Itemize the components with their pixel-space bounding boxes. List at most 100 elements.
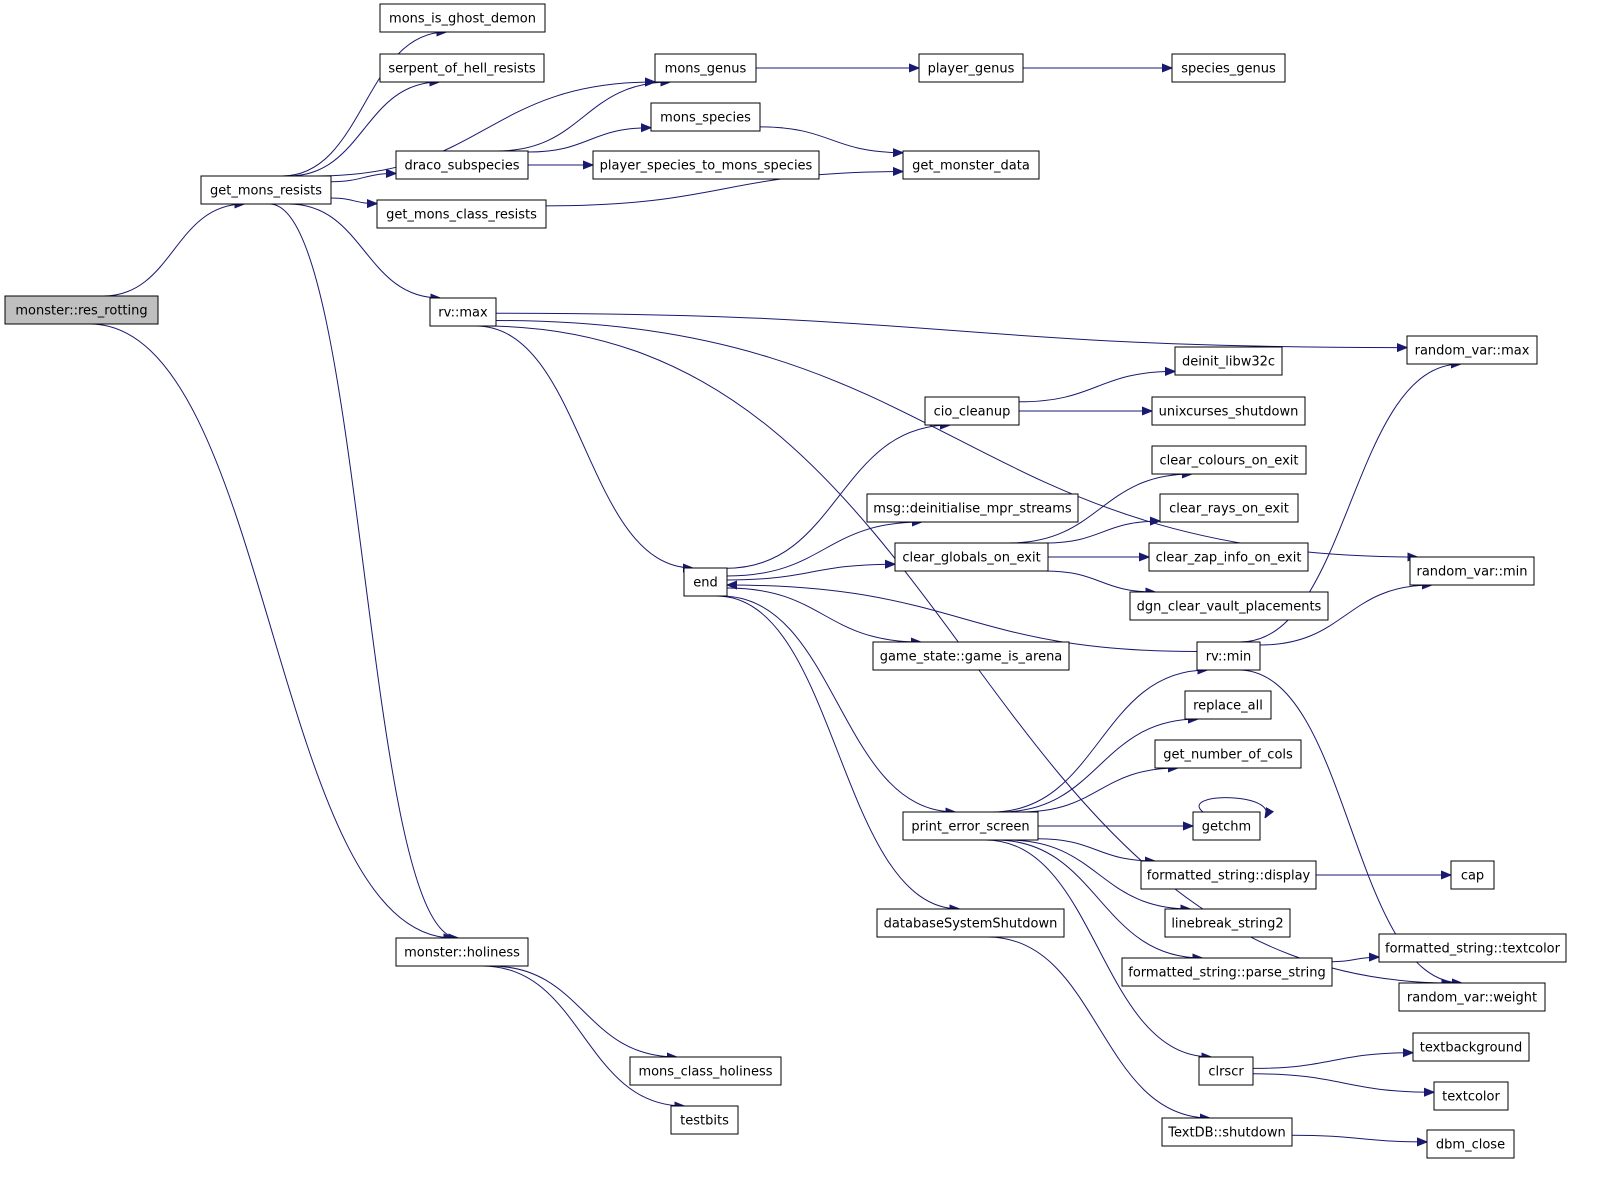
node-box (1151, 396, 1306, 426)
edges-layer (89, 32, 1462, 1142)
node-end[interactable]: end (683, 567, 728, 597)
edge-print_error_screen-to-formatted_string_parse_string (995, 839, 1202, 958)
node-label: get_mons_class_resists (386, 208, 537, 223)
node-box (683, 567, 728, 597)
node-label: end (693, 576, 718, 591)
edge-end-to-clear_globals_on_exit (726, 564, 895, 581)
edge-clear_globals_on_exit-to-dgn_clear_vault_placements (1045, 570, 1155, 592)
node-box (1174, 346, 1283, 376)
node-get-mons-class-resists[interactable]: get_mons_class_resists (376, 199, 547, 229)
node-mons-class-holiness[interactable]: mons_class_holiness (629, 1056, 782, 1086)
node-TextDB-shutdown[interactable]: TextDB::shutdown (1161, 1117, 1293, 1147)
node-box (4, 295, 159, 325)
node-box (629, 1056, 782, 1086)
edge-monster_holiness-to-testbits (482, 965, 684, 1106)
nodes-layer: monster::res_rottingget_mons_resistsmons… (4, 3, 1567, 1159)
node-linebreak-string2[interactable]: linebreak_string2 (1164, 908, 1291, 938)
node-label: formatted_string::textcolor (1385, 942, 1561, 957)
node-get-monster-data[interactable]: get_monster_data (902, 150, 1040, 180)
node-player-genus[interactable]: player_genus (918, 53, 1024, 83)
node-deinit-libw32c[interactable]: deinit_libw32c (1174, 346, 1283, 376)
node-dgn-clear-vault-placements[interactable]: dgn_clear_vault_placements (1129, 591, 1329, 621)
node-unixcurses-shutdown[interactable]: unixcurses_shutdown (1151, 396, 1306, 426)
node-label: dgn_clear_vault_placements (1137, 600, 1322, 615)
node-label: get_mons_resists (210, 184, 322, 199)
node-get-mons-resists[interactable]: get_mons_resists (200, 175, 332, 205)
node-species-genus[interactable]: species_genus (1171, 53, 1286, 83)
node-formatted-string-display[interactable]: formatted_string::display (1140, 860, 1317, 890)
edge-print_error_screen-to-clrscr (985, 839, 1211, 1057)
node-clear-globals-on-exit[interactable]: clear_globals_on_exit (894, 542, 1049, 572)
node-clear-zap-info-on-exit[interactable]: clear_zap_info_on_exit (1148, 542, 1309, 572)
node-random-var-max[interactable]: random_var::max (1406, 335, 1538, 365)
node-label: monster::holiness (404, 946, 520, 961)
node-formatted-string-parse-string[interactable]: formatted_string::parse_string (1121, 957, 1333, 987)
node-cio-cleanup[interactable]: cio_cleanup (924, 396, 1020, 426)
edge-rv_min-to-end (727, 585, 1198, 652)
node-textbackground[interactable]: textbackground (1412, 1032, 1530, 1062)
node-clear-colours-on-exit[interactable]: clear_colours_on_exit (1151, 445, 1307, 475)
node-label: monster::res_rotting (15, 304, 147, 319)
node-box (1433, 1081, 1509, 1111)
node-label: formatted_string::parse_string (1128, 966, 1325, 981)
node-testbits[interactable]: testbits (670, 1105, 739, 1135)
node-random-var-min[interactable]: random_var::min (1409, 556, 1535, 586)
node-serpent-of-hell-resists[interactable]: serpent_of_hell_resists (379, 53, 545, 83)
node-game-state-game-is-arena[interactable]: game_state::game_is_arena (872, 641, 1070, 671)
edge-getchm-to-getchm (1198, 797, 1266, 818)
edge-end-to-print_error_screen (720, 595, 956, 812)
node-label: rv::min (1206, 650, 1252, 665)
edge-clear_globals_on_exit-to-clear_colours_on_exit (1008, 474, 1192, 544)
node-mons-is-ghost-demon[interactable]: mons_is_ghost_demon (379, 3, 546, 33)
node-monster-holiness[interactable]: monster::holiness (395, 937, 529, 967)
node-box (902, 811, 1039, 841)
node-textcolor[interactable]: textcolor (1433, 1081, 1509, 1111)
node-box (395, 937, 529, 967)
node-random-var-weight[interactable]: random_var::weight (1398, 982, 1546, 1012)
node-player-species-to-mons-species[interactable]: player_species_to_mons_species (592, 150, 820, 180)
node-msg-deinitialise-mpr-streams[interactable]: msg::deinitialise_mpr_streams (866, 493, 1079, 523)
node-box (1450, 860, 1495, 890)
node-getchm[interactable]: getchm (1192, 811, 1261, 841)
node-box (1148, 542, 1309, 572)
edge-monster_holiness-to-mons_class_holiness (490, 965, 677, 1057)
node-mons-species[interactable]: mons_species (650, 102, 761, 132)
node-formatted-string-textcolor[interactable]: formatted_string::textcolor (1378, 933, 1567, 963)
node-label: print_error_screen (911, 820, 1029, 835)
node-label: textbackground (1420, 1041, 1523, 1056)
node-box (200, 175, 332, 205)
node-label: cap (1461, 869, 1484, 884)
node-clear-rays-on-exit[interactable]: clear_rays_on_exit (1159, 493, 1299, 523)
edge-TextDB_shutdown-to-dbm_close (1291, 1134, 1427, 1142)
node-rv-max[interactable]: rv::max (429, 297, 497, 327)
node-label: clrscr (1208, 1065, 1244, 1080)
edge-mons_species-to-get_monster_data (759, 126, 903, 153)
edge-print_error_screen-to-rv_min (991, 670, 1208, 813)
node-cap[interactable]: cap (1450, 860, 1495, 890)
edge-print_error_screen-to-replace_all (1000, 719, 1198, 813)
node-replace-all[interactable]: replace_all (1184, 690, 1272, 720)
node-clrscr[interactable]: clrscr (1198, 1056, 1254, 1086)
node-box (1140, 860, 1317, 890)
node-label: mons_species (660, 111, 751, 126)
node-box (379, 53, 545, 83)
node-label: clear_colours_on_exit (1160, 454, 1299, 469)
edge-get_mons_resists-to-mons_genus (316, 82, 655, 177)
node-mons-genus[interactable]: mons_genus (654, 53, 757, 83)
node-box (918, 53, 1024, 83)
node-get-number-of-cols[interactable]: get_number_of_cols (1154, 739, 1302, 769)
node-monster-res-rotting[interactable]: monster::res_rotting (4, 295, 159, 325)
edge-rv_max-to-end (475, 325, 693, 568)
node-box (670, 1105, 739, 1135)
node-dbm-close[interactable]: dbm_close (1426, 1129, 1515, 1159)
node-label: linebreak_string2 (1171, 917, 1283, 932)
node-draco-subspecies[interactable]: draco_subspecies (395, 150, 529, 180)
node-label: cio_cleanup (934, 405, 1011, 420)
node-label: testbits (680, 1114, 729, 1129)
node-box (1161, 1117, 1293, 1147)
node-rv-min[interactable]: rv::min (1196, 641, 1261, 671)
node-print-error-screen[interactable]: print_error_screen (902, 811, 1039, 841)
edge-get_mons_resists-to-rv_max (288, 203, 441, 298)
node-databaseSystemShutdown[interactable]: databaseSystemShutdown (876, 908, 1065, 938)
node-label: replace_all (1193, 699, 1263, 714)
